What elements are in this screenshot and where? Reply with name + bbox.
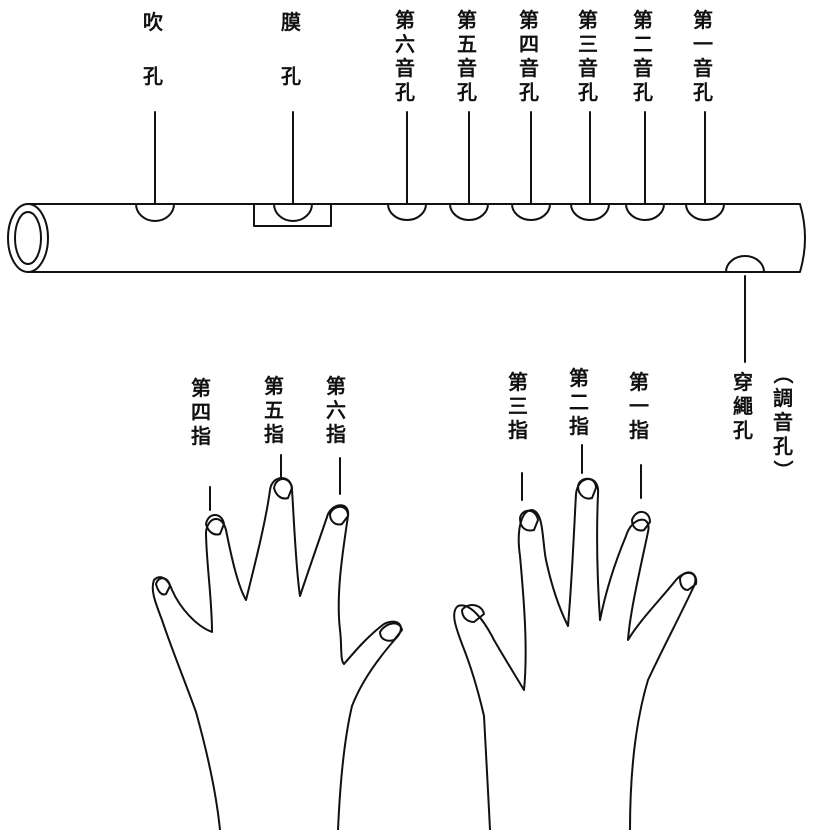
left-hand-nail-index <box>329 505 349 526</box>
membrane-patch <box>253 203 332 227</box>
left-hand-nail-ring <box>205 514 225 536</box>
note-hole-3-label: 第 三 音 孔 <box>578 8 598 104</box>
left-hand-outline <box>151 477 402 830</box>
finger-6-label: 第 六 指 <box>326 374 346 446</box>
note-hole-5 <box>449 203 489 221</box>
right-hand-nail-ring <box>631 511 651 532</box>
right-hand-nail-middle <box>577 477 597 500</box>
note-hole-1 <box>685 203 725 221</box>
finger-3-label: 第 三 指 <box>508 370 528 442</box>
membrane-hole-label: 膜 孔 <box>281 10 301 88</box>
membrane-hole <box>273 203 313 222</box>
note-hole-6-label: 第 六 音 孔 <box>395 8 415 104</box>
blow-hole-label: 吹 孔 <box>143 10 163 88</box>
blow-hole <box>135 203 175 222</box>
note-hole-5-label: 第 五 音 孔 <box>457 8 477 104</box>
rope-hole <box>725 255 765 273</box>
flute-body <box>27 203 806 273</box>
left-hand-nail-thumb <box>379 622 403 642</box>
right-hand-nail-index <box>519 509 539 532</box>
finger-5-label: 第 五 指 <box>264 374 284 446</box>
rope-hole-label: 穿 繩 孔 <box>733 370 753 442</box>
left-hand-nail-pinky <box>155 577 171 596</box>
flute-end-inner <box>14 211 42 265</box>
tuning-hole-label: （ 調 音 孔 ） <box>771 364 795 480</box>
note-hole-3 <box>570 203 610 221</box>
right-hand-nail-thumb <box>461 604 485 623</box>
right-hand-outline <box>453 478 697 830</box>
right-hand-nail-pinky <box>679 571 698 591</box>
note-hole-4-label: 第 四 音 孔 <box>519 8 539 104</box>
left-hand-nail-middle <box>273 478 293 500</box>
flute-end-outer <box>7 203 49 273</box>
note-hole-2-label: 第 二 音 孔 <box>633 8 653 104</box>
note-hole-6 <box>387 203 427 221</box>
finger-2-label: 第 二 指 <box>569 366 589 438</box>
note-hole-4 <box>511 203 551 221</box>
note-hole-2 <box>625 203 665 221</box>
finger-4-label: 第 四 指 <box>191 376 211 448</box>
note-hole-1-label: 第 一 音 孔 <box>693 8 713 104</box>
finger-1-label: 第 一 指 <box>629 370 649 442</box>
